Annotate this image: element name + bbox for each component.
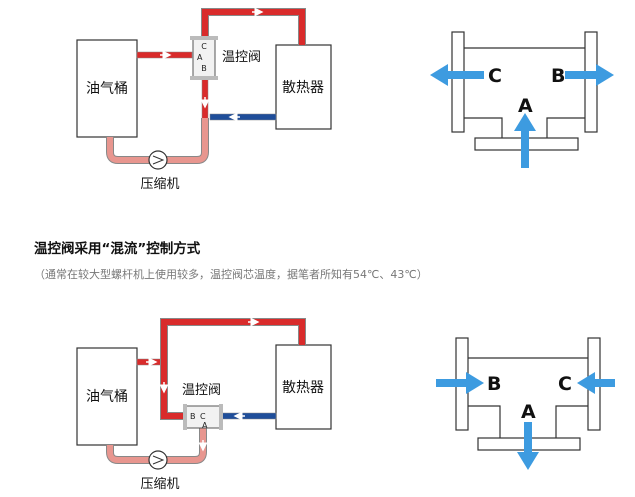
- arrow-head-c-icon: [430, 64, 448, 86]
- valve-port-c-label: C: [200, 412, 206, 421]
- port-b-label: B: [551, 65, 565, 87]
- port-c-label: C: [558, 373, 572, 395]
- arrow-head-a-icon: [517, 452, 539, 470]
- bottom-diagram-svg: 油气桶 散热器 压缩机 B C A 温控阀 B C A: [76, 317, 615, 492]
- radiator-label: 散热器: [282, 80, 324, 96]
- tee-body-outline: [464, 47, 585, 138]
- oil-tank-label: 油气桶: [86, 81, 128, 97]
- valve-label: 温控阀: [222, 50, 261, 65]
- pipe-valve-to-radiator: [202, 9, 305, 45]
- pump-direction-icon: [152, 455, 165, 465]
- arrow-head-c-icon: [577, 372, 595, 394]
- oil-tank-box: [76, 347, 138, 446]
- pipe-outline-top: [201, 8, 306, 45]
- radiator-box: [275, 344, 332, 430]
- section-note: （通常在较大型螺杆机上使用较多，温控阀芯温度，据笔者所知有54℃、43℃）: [34, 268, 428, 281]
- radiator-box: [275, 44, 332, 130]
- tee-right-flange: [584, 31, 598, 133]
- oil-tank-box: [76, 39, 138, 138]
- valve-port-a-label: A: [197, 53, 203, 62]
- mixing-diagram: 油气桶 散热器 压缩机 B C A 温控阀 B C A: [0, 300, 635, 493]
- compressor-label: 压缩机: [140, 176, 179, 192]
- tee-left-flange: [451, 31, 465, 133]
- valve-flange-left: [183, 404, 187, 430]
- valve-port-a-label: A: [202, 421, 208, 430]
- pipe-bypass: [161, 362, 185, 419]
- port-a-label: A: [518, 95, 533, 117]
- diverting-diagram: 油气桶 散热器 压缩机 C A B 温控阀 C B A: [0, 0, 635, 225]
- arrow-head-a-icon: [514, 113, 536, 131]
- arrow-head-b-icon: [596, 64, 614, 86]
- port-b-label: B: [487, 373, 501, 395]
- pipe-tank-to-radiator: [161, 319, 305, 362]
- pump-direction-icon: [152, 155, 165, 165]
- port-a-label: A: [521, 401, 536, 423]
- valve-flange-right: [219, 404, 223, 430]
- valve-label: 温控阀: [182, 383, 221, 398]
- section-heading: 温控阀采用“混流”控制方式: [34, 241, 201, 257]
- pipe-radiator-return: [209, 113, 277, 121]
- arrow-head-b-icon: [466, 372, 484, 394]
- port-c-label: C: [488, 65, 502, 87]
- valve-flange-bottom: [190, 76, 218, 80]
- valve-port-c-label: C: [201, 42, 207, 51]
- radiator-label: 散热器: [282, 380, 324, 396]
- compressor-pump-icon: [148, 150, 168, 170]
- valve-port-b-label: B: [201, 64, 207, 73]
- tee-body-outline: [468, 357, 588, 438]
- valve-port-b-label: B: [190, 412, 196, 421]
- tee-valve-schematic: B C A: [436, 337, 615, 470]
- valve-flange-top: [190, 36, 218, 40]
- tee-valve-schematic: C B A: [430, 31, 614, 168]
- top-diagram-svg: 油气桶 散热器 压缩机 C A B 温控阀 C B A: [76, 7, 614, 192]
- compressor-label: 压缩机: [140, 476, 179, 492]
- compressor-pump-icon: [148, 450, 168, 470]
- pipe-radiator-return: [219, 412, 277, 420]
- oil-tank-label: 油气桶: [86, 389, 128, 405]
